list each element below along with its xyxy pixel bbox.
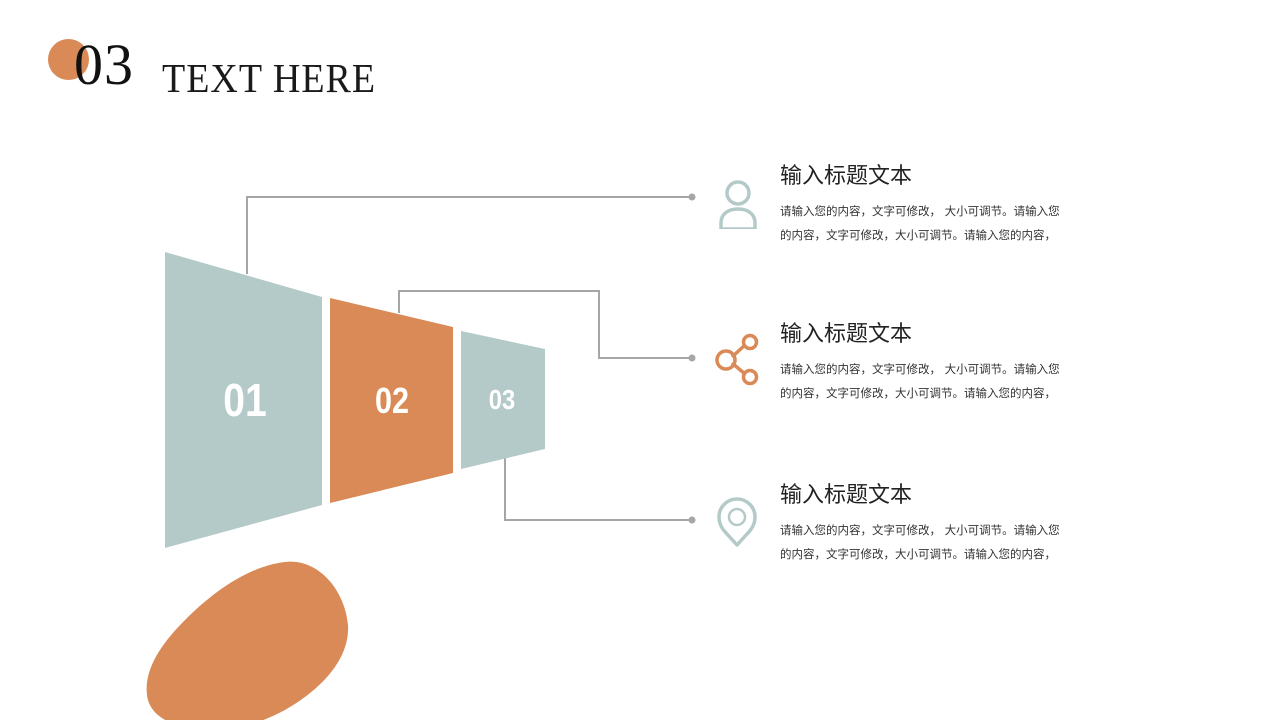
header-decor-dot bbox=[48, 39, 89, 80]
item-desc-line-2: 的内容，文字可修改，大小可调节。请输入您的内容， bbox=[780, 547, 1056, 561]
item-title: 输入标题文本 bbox=[780, 322, 913, 347]
item-desc-line-1: 请输入您的内容，文字可修改， 大小可调节。请输入您 bbox=[780, 204, 1060, 218]
connector-2-dot bbox=[688, 354, 696, 362]
funnel-label-1: 01 bbox=[223, 375, 266, 427]
funnel-segment-1 bbox=[165, 252, 322, 548]
item-desc-line-1: 请输入您的内容，文字可修改， 大小可调节。请输入您 bbox=[780, 362, 1060, 376]
connector-1-dot bbox=[688, 193, 696, 201]
connector-lines bbox=[246, 196, 692, 521]
item-desc-line-2: 的内容，文字可修改，大小可调节。请输入您的内容， bbox=[780, 228, 1056, 242]
connector-2 bbox=[398, 290, 692, 359]
item-description: 请输入您的内容，文字可修改， 大小可调节。请输入您 的内容，文字可修改，大小可调… bbox=[780, 518, 1120, 566]
item-desc-line-2: 的内容，文字可修改，大小可调节。请输入您的内容， bbox=[780, 386, 1056, 400]
page-title: TEXT HERE bbox=[162, 56, 377, 102]
user-icon bbox=[719, 180, 757, 229]
funnel-segment-2 bbox=[330, 298, 453, 503]
item-description: 请输入您的内容，文字可修改， 大小可调节。请输入您 的内容，文字可修改，大小可调… bbox=[780, 199, 1120, 247]
item-title: 输入标题文本 bbox=[780, 483, 913, 508]
connector-3-dot bbox=[688, 516, 696, 524]
item-description: 请输入您的内容，文字可修改， 大小可调节。请输入您 的内容，文字可修改，大小可调… bbox=[780, 357, 1120, 405]
connector-1 bbox=[246, 196, 692, 274]
section-number: 03 bbox=[74, 32, 134, 97]
funnel-label-2: 02 bbox=[375, 382, 409, 422]
item-title: 输入标题文本 bbox=[780, 164, 913, 189]
item-desc-line-1: 请输入您的内容，文字可修改， 大小可调节。请输入您 bbox=[780, 523, 1060, 537]
funnel-segment-3 bbox=[461, 331, 545, 469]
share-icon bbox=[715, 333, 759, 386]
decor-blob bbox=[146, 561, 349, 720]
funnel-label-3: 03 bbox=[489, 383, 515, 415]
connector-3 bbox=[504, 456, 692, 521]
location-pin-icon bbox=[717, 497, 757, 547]
